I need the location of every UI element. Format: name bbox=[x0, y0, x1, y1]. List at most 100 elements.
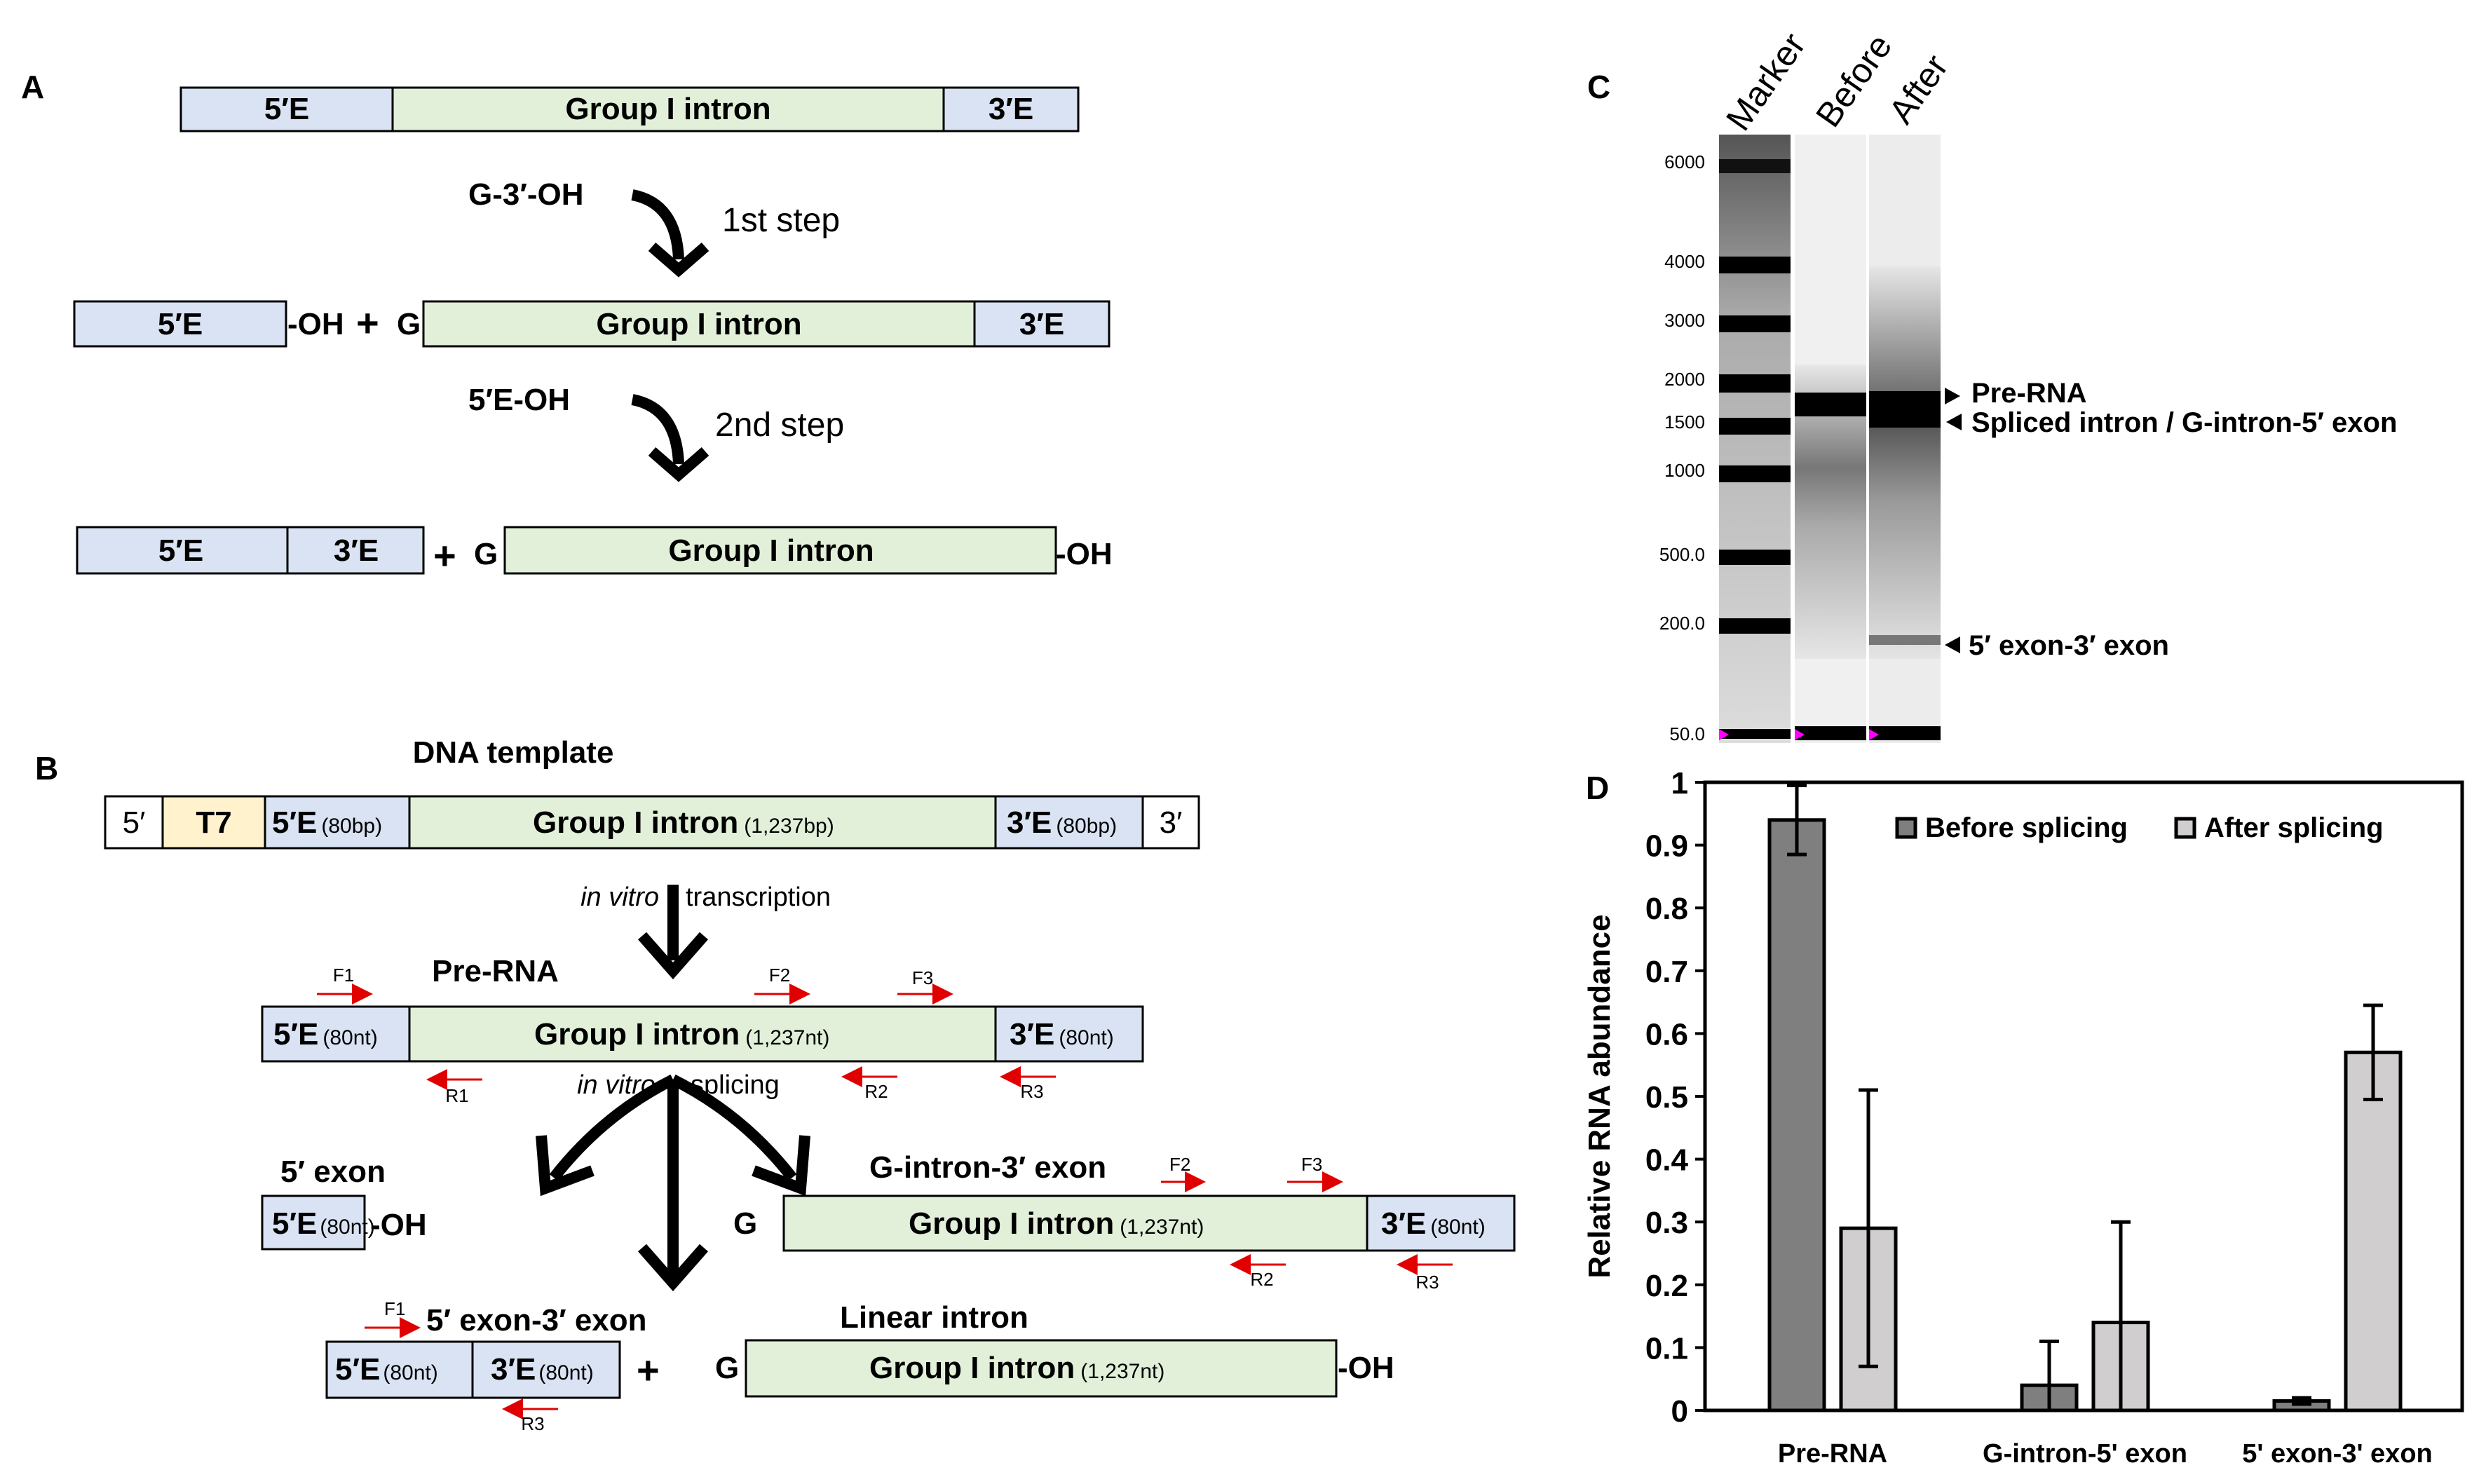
ladder-50: 50.0 bbox=[1669, 723, 1705, 744]
y-tick-label: 0.5 bbox=[1645, 1080, 1688, 1115]
exon5-text: 5′E(80bp) bbox=[272, 805, 382, 840]
ladder-3000: 3000 bbox=[1664, 310, 1705, 331]
x-category-label: G-intron-5' exon bbox=[1983, 1439, 2187, 1469]
y-tick-label: 0.6 bbox=[1645, 1017, 1688, 1051]
before-lm-icon bbox=[1795, 729, 1805, 740]
primer-f3-gi3: F3 bbox=[1301, 1154, 1322, 1175]
exon3-text: 3′E(80nt) bbox=[491, 1352, 594, 1387]
primer-r3-gi3: R3 bbox=[1415, 1272, 1439, 1293]
anno-exon: 5′ exon-3′ exon bbox=[1969, 630, 2169, 661]
template-5prime-box bbox=[104, 795, 164, 850]
bar bbox=[1767, 818, 1826, 1412]
spliced-pointer-icon bbox=[1946, 414, 1962, 430]
panel-d-label: D bbox=[1586, 770, 1609, 806]
intron-box bbox=[782, 1194, 1368, 1252]
legend-swatch bbox=[2174, 817, 2196, 839]
exon5-text: 5′E bbox=[158, 533, 203, 568]
p5-text: 5′ bbox=[123, 805, 146, 840]
exon5-product: 5′E(80nt) -OH bbox=[261, 1194, 427, 1251]
g-text: G bbox=[715, 1351, 739, 1385]
exon5-text: 5′E bbox=[158, 307, 203, 341]
step1-label: 1st step bbox=[722, 202, 840, 239]
exon5-box bbox=[76, 526, 289, 575]
legend-label: Before splicing bbox=[1925, 812, 2128, 843]
bar bbox=[2344, 1050, 2403, 1412]
before-50-band bbox=[1795, 726, 1866, 740]
lane-marker bbox=[1719, 135, 1791, 743]
pre-rna-title: Pre-RNA bbox=[432, 954, 559, 988]
primer-r2: R2 bbox=[864, 1081, 888, 1102]
y-tick-label: 0.7 bbox=[1645, 955, 1688, 989]
before-prerna-band bbox=[1795, 393, 1866, 416]
intron-text: Group I intron(1,237nt) bbox=[869, 1351, 1164, 1385]
band-1000 bbox=[1719, 465, 1791, 482]
ladder-4000: 4000 bbox=[1664, 251, 1705, 272]
legend-swatch bbox=[1895, 817, 1917, 839]
exon5-text: 5′E(80nt) bbox=[335, 1352, 438, 1387]
primer-marks: F1 F2 F3 R1 R2 R3 bbox=[317, 965, 1056, 1106]
exon3-text: 3′E bbox=[1019, 307, 1064, 341]
ladder-2000: 2000 bbox=[1664, 369, 1705, 390]
exon5-box bbox=[73, 300, 287, 348]
a-row2: 5′E -OH + G Group I intron 3′E bbox=[73, 300, 1110, 348]
exon-pointer-icon bbox=[1945, 637, 1960, 653]
ladder-1000: 1000 bbox=[1664, 460, 1705, 481]
after-lm-icon bbox=[1869, 729, 1879, 740]
ladder-200: 200.0 bbox=[1659, 613, 1705, 634]
transcription-italic: in vitro bbox=[580, 883, 659, 912]
y-tick-label: 0 bbox=[1671, 1394, 1688, 1429]
primer-f1-ee: F1 bbox=[384, 1298, 405, 1319]
y-tick-label: 0.8 bbox=[1645, 892, 1688, 926]
pre-rna: 5′E(80nt) Group I intron(1,237nt) 3′E(80… bbox=[261, 1005, 1144, 1063]
intron-text: Group I intron(1,237nt) bbox=[909, 1206, 1204, 1241]
exon5-box bbox=[261, 1005, 411, 1063]
after-smear bbox=[1869, 266, 1941, 659]
exon5-title: 5′ exon bbox=[280, 1155, 386, 1189]
p3-text: 3′ bbox=[1160, 805, 1183, 840]
linear-intron-product: G Group I intron(1,237nt) -OH bbox=[715, 1339, 1394, 1398]
plus-sign: + bbox=[433, 533, 456, 578]
band-500 bbox=[1719, 550, 1791, 565]
plus-sign: + bbox=[356, 301, 379, 345]
legend-label: After splicing bbox=[2204, 812, 2384, 843]
panel-b-label: B bbox=[35, 750, 58, 787]
prerna-pointer-icon bbox=[1945, 388, 1960, 404]
step2-reactant: 5′E-OH bbox=[468, 383, 570, 417]
primer-r3-ee: R3 bbox=[521, 1413, 544, 1434]
a-row3: 5′E 3′E + G Group I intron -OH bbox=[76, 526, 1113, 578]
template-3prime-box bbox=[1141, 795, 1200, 850]
g-text: G bbox=[397, 307, 421, 341]
g-text: G bbox=[733, 1206, 757, 1241]
primer-f1: F1 bbox=[333, 965, 354, 986]
band-3000 bbox=[1719, 315, 1791, 332]
band-2000 bbox=[1719, 374, 1791, 393]
gi3-product: G Group I intron(1,237nt) 3′E(80nt) bbox=[733, 1194, 1516, 1252]
exon3-box bbox=[1366, 1194, 1516, 1252]
ladder-1500: 1500 bbox=[1664, 411, 1705, 433]
panel-c-label: C bbox=[1587, 69, 1610, 105]
marker-lm-icon bbox=[1719, 729, 1729, 740]
primer-r3: R3 bbox=[1020, 1081, 1043, 1102]
y-axis-label: Relative RNA abundance bbox=[1582, 914, 1617, 1278]
ee-product: 5′E(80nt) 3′E(80nt) + bbox=[325, 1340, 660, 1399]
exon3-text: 3′E(80bp) bbox=[1007, 805, 1117, 840]
intron-text: Group I intron bbox=[668, 533, 874, 568]
anno-spliced: Spliced intron / G-intron-5′ exon bbox=[1971, 407, 2397, 438]
oh-text: -OH bbox=[1338, 1351, 1394, 1385]
linear-intron-title: Linear intron bbox=[840, 1300, 1028, 1335]
lane-marker-label: Marker bbox=[1718, 26, 1813, 138]
exon3-box bbox=[994, 795, 1144, 850]
intron-text: Group I intron bbox=[565, 92, 770, 126]
a-row1: 5′E Group I intron 3′E bbox=[179, 86, 1080, 132]
plus-sign: + bbox=[637, 1348, 660, 1392]
x-category-label: Pre-RNA bbox=[1778, 1439, 1887, 1469]
exon3-box bbox=[973, 300, 1110, 348]
g-text: G bbox=[474, 537, 498, 571]
exon3-text: 3′E(80nt) bbox=[1381, 1206, 1486, 1241]
exon3-text: 3′E bbox=[989, 92, 1033, 126]
exon5-box bbox=[261, 1194, 366, 1251]
oh-text: -OH bbox=[287, 307, 344, 341]
lane-before-label: Before bbox=[1808, 27, 1899, 135]
